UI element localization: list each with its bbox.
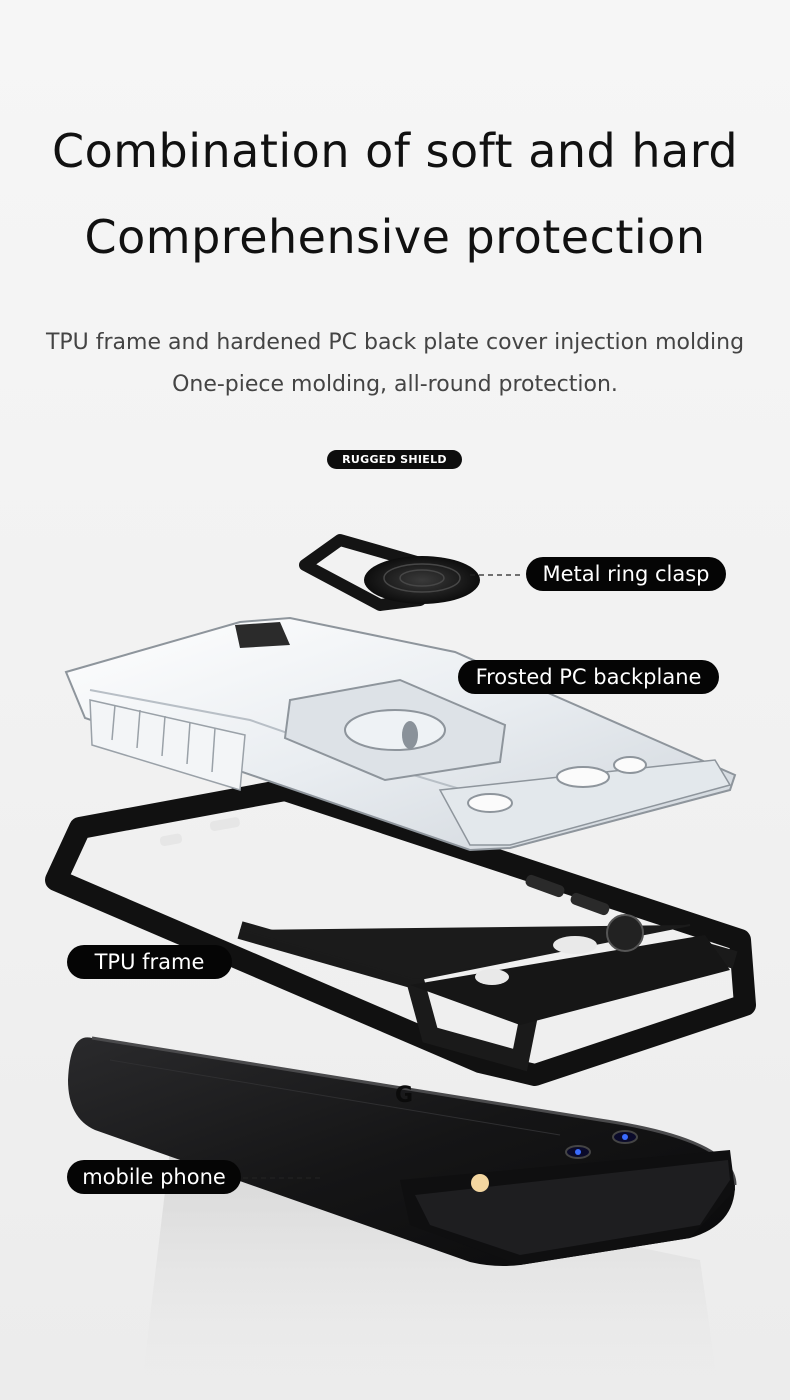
- callout-frosted-pc-backplane: Frosted PC backplane: [458, 660, 719, 694]
- description-line-1: TPU frame and hardened PC back plate cov…: [45, 330, 745, 355]
- callout-tpu-frame: TPU frame: [67, 945, 232, 979]
- mobile-phone-illustration: G: [68, 1036, 737, 1266]
- tpu-frame-illustration: [45, 779, 756, 1086]
- headline-line-2: Comprehensive protection: [84, 210, 706, 264]
- svg-text:G: G: [395, 1083, 413, 1108]
- callout-metal-ring-clasp: Metal ring clasp: [526, 557, 726, 591]
- metal-ring-clasp-illustration: [299, 534, 480, 611]
- description-line-2: One-piece molding, all-round protection.: [172, 372, 618, 397]
- callout-mobile-phone: mobile phone: [67, 1160, 241, 1194]
- phone-shadow: [140, 1150, 720, 1400]
- frosted-pc-backplane-illustration: [64, 616, 737, 852]
- rugged-shield-badge: RUGGED SHIELD: [327, 450, 462, 469]
- headline-line-1: Combination of soft and hard: [51, 124, 739, 178]
